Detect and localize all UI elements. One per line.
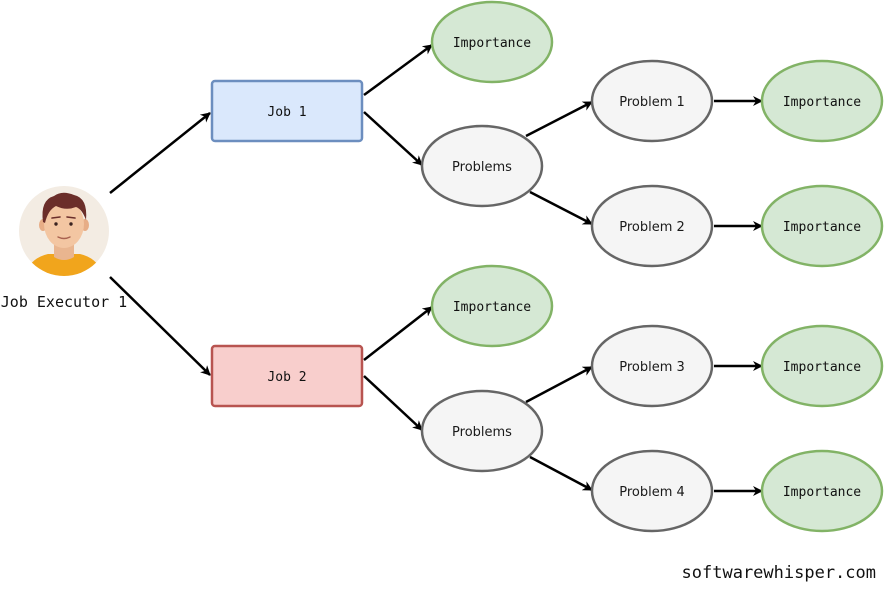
problem-3-importance-label: Importance bbox=[783, 360, 861, 375]
job-1-problems-label: Problems bbox=[452, 160, 512, 175]
problem-3-label: Problem 3 bbox=[619, 360, 685, 375]
job-1-branch: Job 1 Importance Problems Problem 1 Impo… bbox=[210, 0, 884, 268]
problem-2-ellipse bbox=[590, 184, 714, 268]
problem-1-ellipse bbox=[590, 59, 714, 143]
job-1-importance-label: Importance bbox=[453, 36, 531, 51]
problem-4-importance-node[interactable]: Importance bbox=[760, 449, 884, 533]
job-2-branch: Job 2 Importance Problems Problem 3 Impo… bbox=[210, 264, 884, 533]
problem-3-importance-node[interactable]: Importance bbox=[760, 324, 884, 408]
edge-job-1-to-importance bbox=[363, 43, 433, 97]
job-2-importance-ellipse bbox=[430, 264, 554, 348]
problem-1-importance-node[interactable]: Importance bbox=[760, 59, 884, 143]
job-1-node[interactable]: Job 1 bbox=[210, 79, 364, 143]
problem-4-ellipse bbox=[590, 449, 714, 533]
edge-job-2-to-importance bbox=[363, 306, 433, 361]
edge-problems-1-to-problem-2 bbox=[529, 190, 593, 226]
job-2-problems-node[interactable]: Problems bbox=[420, 389, 544, 473]
job-2-label: Job 2 bbox=[267, 370, 306, 385]
job-1-box bbox=[210, 79, 364, 143]
problem-4-label: Problem 4 bbox=[619, 485, 685, 500]
problem-4-node[interactable]: Problem 4 bbox=[590, 449, 714, 533]
edge-problems-2-to-problem-4 bbox=[529, 455, 593, 492]
problem-2-importance-node[interactable]: Importance bbox=[760, 184, 884, 268]
edge-job-1-to-problems bbox=[363, 111, 423, 166]
problem-2-importance-ellipse bbox=[760, 184, 884, 268]
edges-group bbox=[109, 43, 763, 496]
actor: Job Executor 1 bbox=[1, 186, 127, 311]
job-1-importance-node[interactable]: Importance bbox=[430, 0, 554, 84]
actor-label: Job Executor 1 bbox=[1, 293, 127, 311]
edge-problems-2-to-problem-3 bbox=[525, 365, 593, 404]
problem-1-importance-label: Importance bbox=[783, 95, 861, 110]
problem-1-node[interactable]: Problem 1 bbox=[590, 59, 714, 143]
problem-2-label: Problem 2 bbox=[619, 220, 685, 235]
edge-actor-to-job-1 bbox=[109, 112, 211, 194]
job-2-problems-label: Problems bbox=[452, 425, 512, 440]
job-2-problems-ellipse bbox=[420, 389, 544, 473]
job-1-problems-ellipse bbox=[420, 124, 544, 208]
problem-4-importance-label: Importance bbox=[783, 485, 861, 500]
job-1-importance-ellipse bbox=[430, 0, 554, 84]
edge-job-2-to-problems bbox=[363, 375, 423, 431]
problem-1-label: Problem 1 bbox=[619, 95, 685, 110]
person-avatar-icon bbox=[19, 186, 109, 276]
problem-4-importance-ellipse bbox=[760, 449, 884, 533]
problem-1-importance-ellipse bbox=[760, 59, 884, 143]
problem-2-importance-label: Importance bbox=[783, 220, 861, 235]
edge-problems-1-to-problem-1 bbox=[525, 100, 593, 138]
job-2-box bbox=[210, 344, 364, 408]
problem-3-importance-ellipse bbox=[760, 324, 884, 408]
watermark: softwarewhisper.com bbox=[682, 563, 876, 583]
job-1-label: Job 1 bbox=[267, 105, 306, 120]
edge-actor-to-job-2 bbox=[109, 276, 211, 376]
job-1-problems-node[interactable]: Problems bbox=[420, 124, 544, 208]
problem-3-node[interactable]: Problem 3 bbox=[590, 324, 714, 408]
job-2-importance-node[interactable]: Importance bbox=[430, 264, 554, 348]
problem-3-ellipse bbox=[590, 324, 714, 408]
job-2-node[interactable]: Job 2 bbox=[210, 344, 364, 408]
problem-2-node[interactable]: Problem 2 bbox=[590, 184, 714, 268]
job-2-importance-label: Importance bbox=[453, 300, 531, 315]
